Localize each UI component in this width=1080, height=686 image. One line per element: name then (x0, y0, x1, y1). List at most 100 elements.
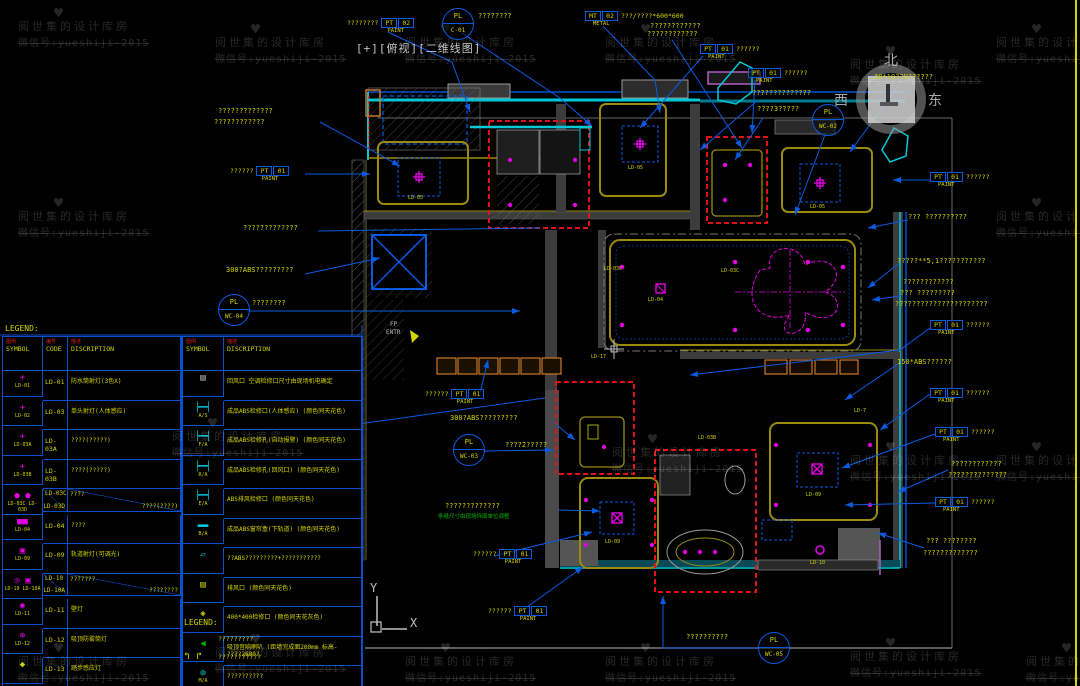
finish-tag-pretext: ???????? (347, 19, 379, 27)
legend-secondary-row: ↰ ↱??????????? (184, 651, 261, 662)
legend-symbol-label: F/A (198, 442, 208, 449)
legend-desc-cell: 吸顶音响喇叭 (距墙完成面200mm 标高-????2600? (224, 636, 362, 667)
ceiling-tag-code: WC-02 (818, 123, 838, 130)
annotation-label: LD-7 (854, 408, 867, 414)
finish-tag-code: PT (930, 172, 946, 182)
legend-symbol-icon: ◎ ▣ (14, 575, 31, 586)
legend-desc-cell: ??????????????? (68, 573, 181, 597)
legend-symbol-icon: ◍ (200, 668, 206, 679)
finish-tag-pretext: ?????? (230, 167, 254, 175)
finish-tag-code: PT (256, 166, 273, 176)
legend-symbol-cell: +LD-03A (3, 430, 43, 456)
finish-tag-material: PAINT (519, 616, 537, 622)
legend-desc-cell: ????(?????) (68, 459, 181, 490)
legend-symbol-label: LD-02 (14, 412, 31, 419)
annotation-label: LD-04 (648, 297, 664, 303)
legend-secondary-text: ??????????? (218, 653, 262, 661)
legend-secondary-symbol: ↰ ↱ (184, 651, 203, 662)
legend-header-en: SYMBOL (6, 345, 30, 353)
ceiling-tag-type: PL (454, 435, 484, 450)
legend-symbol-cell: +LD-02 (3, 400, 43, 427)
finish-tag-posttext: ?????? (736, 45, 760, 53)
legend-symbol-icon: ▤ (200, 373, 206, 383)
finish-tag-posttext: ?????? (971, 428, 995, 436)
legend-symbol-cell: ┝━┥R/A (183, 459, 224, 486)
legend-header-cn: 编号 (46, 339, 57, 345)
legend-symbol-icon: ▣ (19, 546, 26, 557)
legend-symbol-icon: ◀ (200, 638, 206, 649)
legend-desc-cell: 轨道射灯(可调光) (68, 544, 181, 574)
annotation-label: ????????????? (445, 502, 500, 510)
annotation-label: ???????????? (951, 460, 1002, 468)
legend-desc-cell: 400*400检修口 (颜色同天花灰色) (224, 607, 362, 637)
ceiling-tag-type: PL (443, 9, 473, 24)
legend-desc-cell: 防水筒射灯(3色X) (68, 371, 181, 401)
legend-symbol-cell: ■■LD-04 (3, 514, 43, 541)
finish-tag-posttext: ?????? (784, 69, 808, 77)
annotation-label: ?????????? (686, 633, 729, 641)
finish-tag-code: PT (514, 606, 531, 616)
finish-tag-number: 01 (952, 497, 968, 507)
legend-code-cell: LD-03 (43, 400, 68, 431)
legend-desc-cell: 壁灯 (68, 599, 181, 629)
legend-header-cn: 图例 (186, 339, 197, 345)
ucs-x-axis-label: X (410, 616, 418, 630)
legend-desc-cell: 排风口 (颜色同天花色) (224, 577, 362, 608)
legend-symbol-icon: ┝━┥ (194, 461, 212, 472)
finish-tag-number: 02 (602, 11, 618, 21)
legend-symbol-cell: ⊕LD-12 (3, 628, 43, 655)
finish-tag-number: 01 (468, 389, 485, 399)
legend-code-a: LD-10 (45, 574, 64, 582)
finish-tag-number: 01 (717, 44, 733, 54)
legend-title: LEGEND: (5, 324, 39, 333)
legend-header-cn: 图例 (6, 339, 17, 345)
legend-symbol-label: LD-09 (14, 556, 31, 563)
legend-desc-cell: ??ABS?????????+??????????? (224, 548, 362, 578)
legend-symbol-label: LD-03A (13, 442, 32, 449)
finish-tag-posttext: ?????? (966, 321, 990, 329)
finish-tag-material: PAINT (938, 398, 955, 404)
legend-symbol-label: M/A (198, 678, 208, 685)
legend-symbol-icon: ┝━┥ (194, 402, 212, 413)
legend-symbol-cell: +LD-01 (3, 371, 43, 397)
finish-tag-material: PAINT (943, 507, 960, 513)
legend-symbol-icon: ▬▬ (197, 520, 209, 531)
legend-symbol-icon: ● ● (14, 491, 31, 502)
finish-tag-pretext: ?????? (425, 390, 449, 398)
finish-tag-material: PAINT (456, 399, 474, 405)
legend-header-en: SYMBOL (186, 345, 210, 353)
annotation-label: ???????????? (214, 118, 265, 126)
drawing-title: [+][俯视][二维线图] (356, 42, 482, 55)
legend-secondary: LEGEND: ?????????↰ ↱??????????? (184, 618, 261, 662)
finish-tag-number: 01 (531, 606, 548, 616)
legend-symbol-label: R/A (198, 471, 208, 478)
annotation-label: ?????????????? (752, 89, 812, 97)
annotation-label: LD-03B (698, 435, 717, 441)
legend-symbol-icon: + (19, 402, 26, 413)
legend-symbol-cell: ● ●LD-03C LD-03D (3, 489, 43, 515)
annotation-label: ???????????? (903, 278, 954, 286)
annotation-label: LD-17 (591, 354, 607, 360)
legend-code-cell: LD-03A (43, 430, 68, 460)
finish-tag-material: PAINT (938, 182, 955, 188)
legend-desc-b: ????(????) (141, 502, 178, 510)
finish-tag-code: PT (700, 44, 716, 54)
